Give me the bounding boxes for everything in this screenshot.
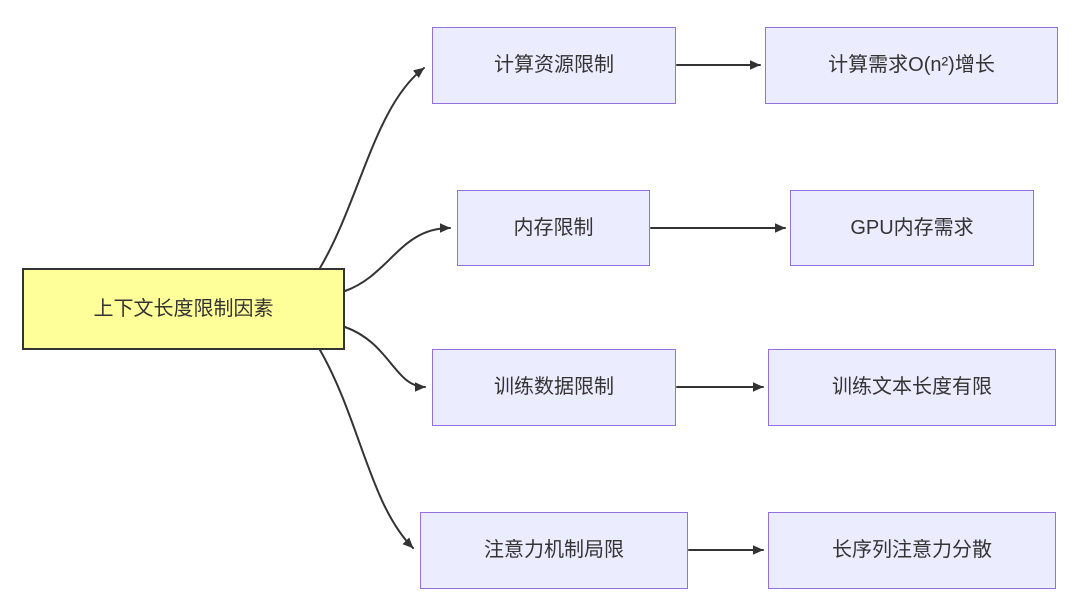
node-cause-training-data-label: 训练数据限制 (494, 376, 614, 398)
edge-root-to-cause-2 (344, 223, 451, 292)
node-cause-attention-label: 注意力机制局限 (484, 539, 624, 561)
node-root-label: 上下文长度限制因素 (93, 297, 274, 320)
node-cause-compute: 计算资源限制 (432, 27, 676, 104)
node-effect-attention-label: 长序列注意力分散 (832, 539, 992, 561)
node-effect-memory-label: GPU内存需求 (850, 216, 974, 239)
node-effect-training-data: 训练文本长度有限 (768, 349, 1056, 426)
node-root: 上下文长度限制因素 (22, 268, 345, 350)
node-cause-memory-label: 内存限制 (513, 216, 594, 239)
node-cause-training-data: 训练数据限制 (432, 349, 676, 426)
node-effect-memory: GPU内存需求 (790, 190, 1034, 266)
node-effect-attention: 长序列注意力分散 (768, 512, 1056, 589)
node-cause-memory: 内存限制 (457, 190, 650, 266)
node-effect-compute-label: 计算需求O(n²)增长 (828, 54, 995, 76)
node-effect-training-data-label: 训练文本长度有限 (832, 376, 992, 398)
node-effect-compute: 计算需求O(n²)增长 (765, 27, 1058, 104)
edge-root-to-cause-1 (319, 67, 425, 269)
node-cause-attention: 注意力机制局限 (420, 512, 688, 589)
edge-root-to-cause-4 (319, 349, 414, 549)
edge-root-to-cause-3 (344, 326, 426, 392)
node-cause-compute-label: 计算资源限制 (494, 54, 614, 76)
